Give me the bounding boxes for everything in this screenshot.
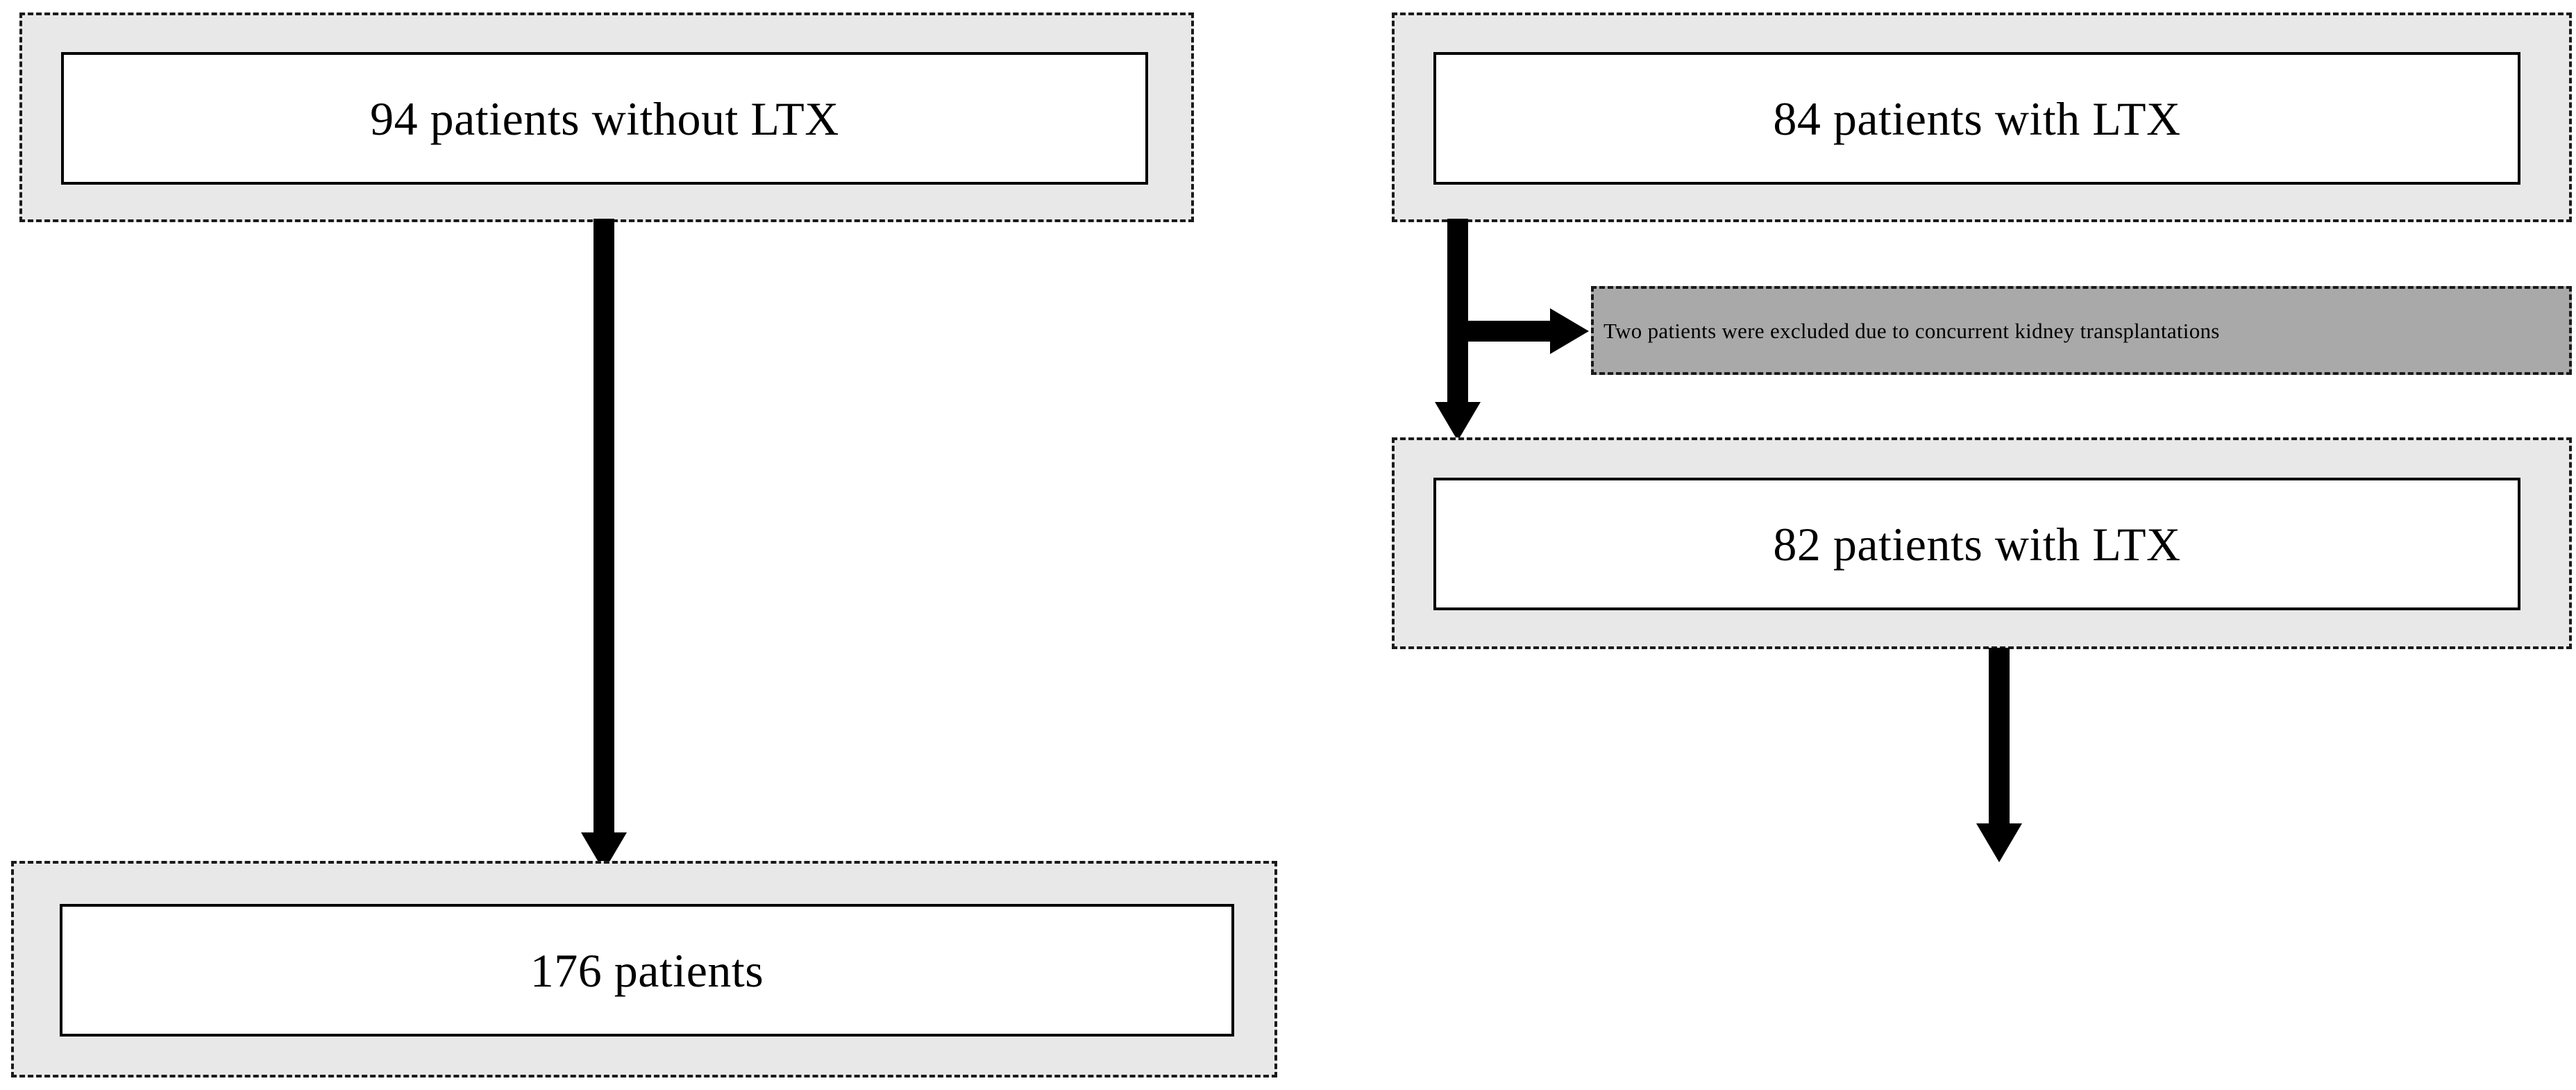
node-group-with-ltx-final: 82 patients with LTX — [1392, 437, 2572, 649]
arrow-shaft-with-ltx-to-final — [1447, 219, 1468, 406]
node-group-no-ltx: 94 patients without LTX — [19, 12, 1194, 222]
node-box-no-ltx[interactable]: 94 patients without LTX — [61, 52, 1148, 185]
arrow-head-with-ltx-to-final — [1435, 402, 1481, 441]
node-group-with-ltx: 84 patients with LTX — [1392, 12, 2572, 222]
arrow-head-with-ltx-to-excluded — [1550, 308, 1589, 354]
node-label-total: 176 patients — [530, 944, 764, 997]
exclusion-note-label: Two patients were excluded due to concur… — [1603, 318, 2220, 343]
node-label-no-ltx: 94 patients without LTX — [370, 92, 839, 145]
node-label-with-ltx-final: 82 patients with LTX — [1773, 517, 2181, 571]
arrow-shaft-final-to-total — [1989, 648, 2010, 827]
node-box-total[interactable]: 176 patients — [60, 904, 1234, 1037]
node-box-with-ltx[interactable]: 84 patients with LTX — [1433, 52, 2520, 185]
exclusion-note-box[interactable]: Two patients were excluded due to concur… — [1591, 286, 2572, 375]
arrow-head-final-to-total — [1976, 823, 2022, 862]
arrow-shaft-no-ltx-to-total — [594, 219, 614, 837]
node-box-with-ltx-final[interactable]: 82 patients with LTX — [1433, 478, 2520, 610]
arrow-shaft-with-ltx-to-excluded — [1447, 321, 1551, 342]
node-group-total: 176 patients — [11, 861, 1277, 1078]
node-label-with-ltx: 84 patients with LTX — [1773, 92, 2181, 145]
